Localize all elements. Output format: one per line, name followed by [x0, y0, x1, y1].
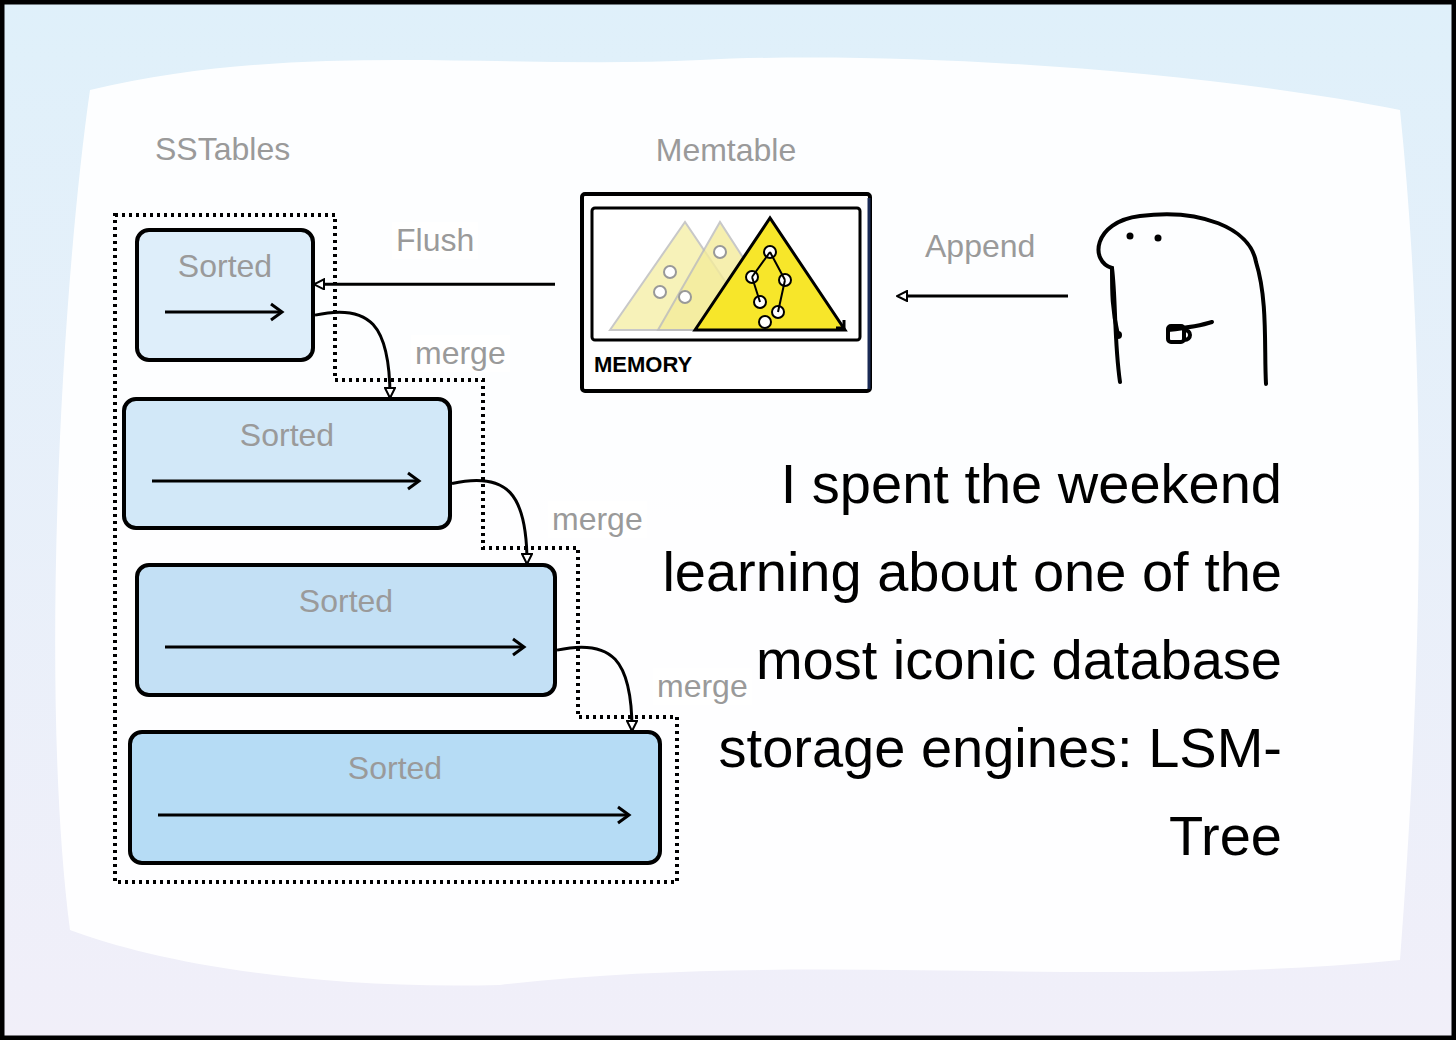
tree-node	[679, 291, 691, 303]
tree-node	[714, 246, 726, 258]
edge-label: merge	[411, 335, 510, 372]
memtable-screen	[592, 208, 860, 340]
memtable-heading: Memtable	[580, 132, 872, 169]
tree-node	[759, 316, 771, 328]
person-figure	[1099, 214, 1266, 384]
screen-corner	[836, 320, 844, 328]
connector	[315, 312, 390, 397]
edge-label: merge	[653, 668, 752, 705]
sstable-box: Sorted	[122, 397, 452, 530]
sort-arrow-head	[408, 473, 419, 489]
title: I spent the weekend learning about one o…	[650, 440, 1282, 880]
memtable-frame	[582, 194, 870, 391]
tree-triangle	[695, 218, 845, 330]
group-heading: SSTables	[155, 131, 290, 168]
sort-arrow-line	[158, 814, 628, 817]
append-arrow	[902, 295, 1068, 298]
sort-arrow-head	[271, 304, 282, 320]
edge-label: merge	[548, 501, 647, 538]
sstable-box: Sorted	[135, 563, 557, 697]
box-label: Sorted	[348, 750, 442, 787]
memtable-box: MemtableMEMORY	[580, 192, 872, 393]
memtable-edge	[868, 198, 871, 389]
box-label: Sorted	[240, 417, 334, 454]
sort-arrow-line	[165, 311, 281, 314]
sort-arrow-head	[513, 639, 524, 655]
memory-label: MEMORY	[594, 352, 692, 378]
box-label: Sorted	[178, 248, 272, 285]
connector	[452, 480, 527, 563]
sort-arrow-head	[618, 807, 629, 823]
sstable-box: Sorted	[128, 730, 662, 865]
tree-node	[654, 286, 666, 298]
sstable-box: Sorted	[135, 228, 315, 362]
sort-arrow-line	[152, 480, 418, 483]
arrow-label: Append	[925, 228, 1035, 265]
connector	[315, 283, 555, 286]
sort-arrow-line	[165, 646, 523, 649]
tree-link	[752, 252, 785, 312]
edge-label: Flush	[392, 222, 478, 259]
box-label: Sorted	[299, 583, 393, 620]
tree-node	[664, 266, 676, 278]
